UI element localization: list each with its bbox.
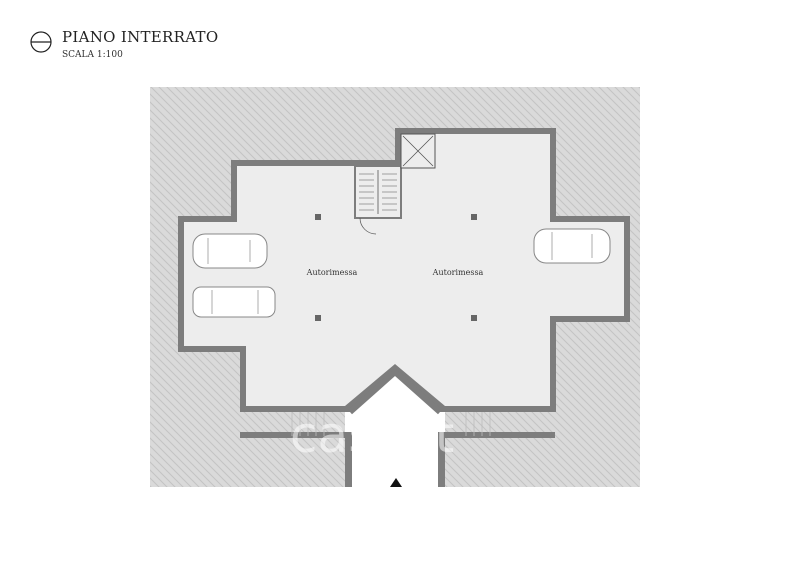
pillars — [315, 214, 477, 321]
car-icon — [192, 286, 276, 318]
lower-wall-strips — [240, 432, 555, 487]
garage-floor — [184, 134, 624, 406]
room-label-autorimessa-left: Autorimessa — [306, 268, 358, 277]
car-icon — [533, 228, 611, 264]
plan-scale: SCALA 1:100 — [62, 50, 123, 60]
entrance-ramp — [345, 372, 445, 487]
elevator-icon — [400, 133, 436, 169]
north-arrow-icon — [30, 31, 52, 53]
pillar-icon — [315, 315, 321, 321]
pillar-icon — [471, 214, 477, 220]
watermark: casa.it — [290, 406, 454, 464]
pillar-icon — [471, 315, 477, 321]
car-icon — [192, 233, 268, 269]
plan-header: PIANO INTERRATO SCALA 1:100 — [30, 28, 218, 60]
room-label-autorimessa-right: Autorimessa — [432, 268, 484, 277]
plan-title: PIANO INTERRATO — [62, 28, 218, 46]
entrance-steps — [291, 412, 491, 436]
pillar-icon — [315, 214, 321, 220]
entrance-arrow-icon — [390, 478, 402, 487]
staircase-icon — [354, 165, 402, 235]
